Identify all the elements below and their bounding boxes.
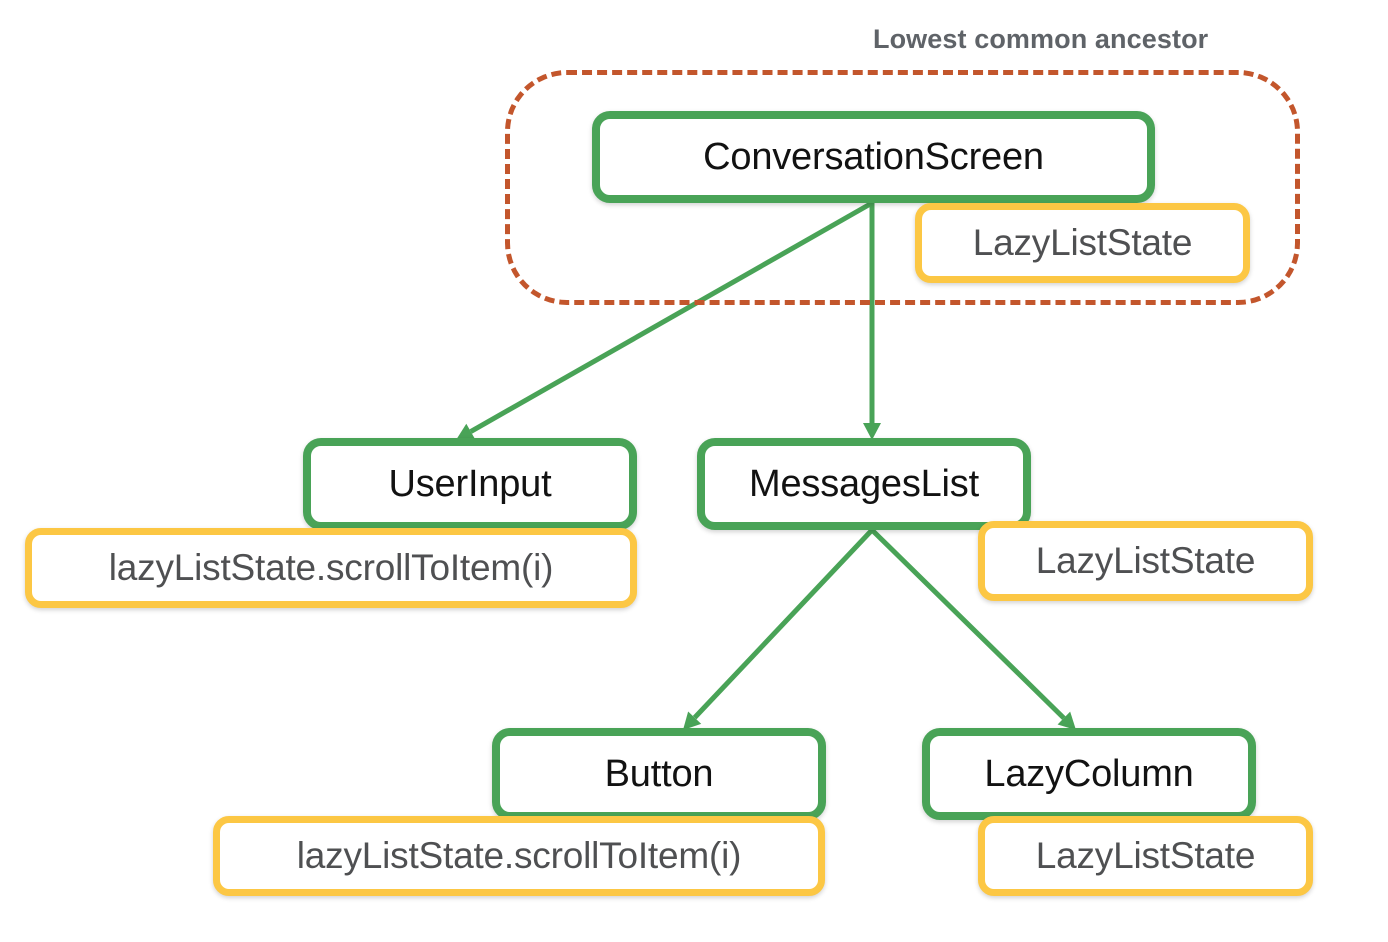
state-messages-list-chip[interactable]: LazyListState: [978, 521, 1313, 601]
state-user-input-label: lazyListState.scrollToItem(i): [108, 547, 554, 588]
conversation-screen-node[interactable]: ConversationScreen: [592, 111, 1155, 203]
messages-list-label: MessagesList: [749, 462, 979, 505]
state-button-chip[interactable]: lazyListState.scrollToItem(i): [213, 816, 825, 896]
button-label: Button: [604, 752, 714, 795]
lazy-column-node[interactable]: LazyColumn: [922, 728, 1256, 820]
state-conversation-screen-chip[interactable]: LazyListState: [915, 203, 1250, 283]
state-conversation-screen-label: LazyListState: [972, 222, 1193, 263]
conversation-screen-label: ConversationScreen: [703, 135, 1044, 178]
user-input-label: UserInput: [388, 462, 552, 505]
state-messages-list-label: LazyListState: [1035, 540, 1256, 581]
state-lazy-column-chip[interactable]: LazyListState: [978, 816, 1313, 896]
messages-list-node[interactable]: MessagesList: [697, 438, 1031, 530]
lowest-common-ancestor-group: [505, 70, 1300, 305]
button-node[interactable]: Button: [492, 728, 826, 820]
state-user-input-chip[interactable]: lazyListState.scrollToItem(i): [25, 528, 637, 608]
state-lazy-column-label: LazyListState: [1035, 835, 1256, 876]
state-button-label: lazyListState.scrollToItem(i): [296, 835, 742, 876]
lazy-column-label: LazyColumn: [984, 752, 1194, 795]
user-input-node[interactable]: UserInput: [303, 438, 637, 530]
lowest-common-ancestor-label: Lowest common ancestor: [873, 24, 1209, 54]
